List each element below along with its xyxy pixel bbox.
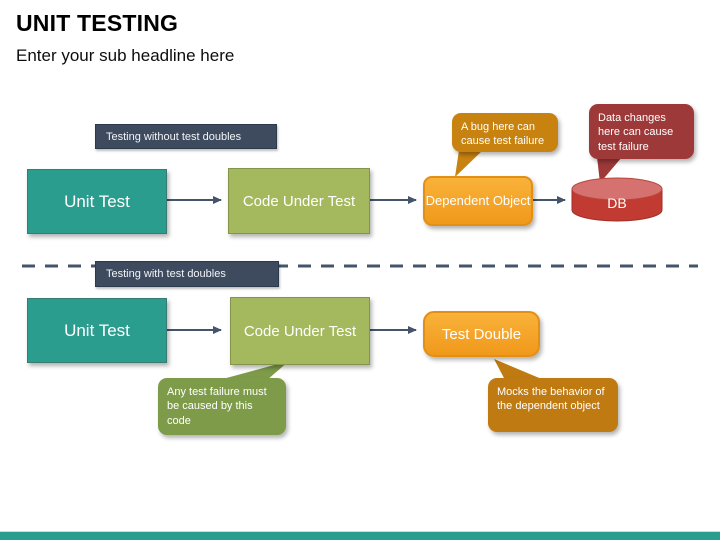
node-test-double: Test Double <box>423 311 540 357</box>
callout-tail-any-failure <box>219 361 289 380</box>
node-unit-test-2: Unit Test <box>27 298 167 363</box>
section-label-without-doubles: Testing without test doubles <box>95 124 277 149</box>
callout-any-failure: Any test failure must be caused by this … <box>158 378 286 435</box>
node-db-label: DB <box>607 195 627 211</box>
callout-mocks: Mocks the behavior of the dependent obje… <box>488 378 618 432</box>
section-label-with-doubles: Testing with test doubles <box>95 261 279 287</box>
node-code-under-test-2: Code Under Test <box>230 297 370 365</box>
node-code-under-test-1: Code Under Test <box>228 168 370 234</box>
callout-data-changes: Data changes here can cause test failure <box>589 104 694 159</box>
callout-tail-bug <box>455 150 483 177</box>
callout-tail-mocks <box>494 359 544 380</box>
callout-tail-data-changes <box>597 157 622 183</box>
db-cylinder-top <box>571 177 663 201</box>
footer-accent-bar <box>0 531 720 540</box>
slide-subtitle: Enter your sub headline here <box>16 46 235 65</box>
slide-title: UNIT TESTING <box>16 10 179 36</box>
node-unit-test-1: Unit Test <box>27 169 167 234</box>
callout-bug: A bug here can cause test failure <box>452 113 558 152</box>
node-dependent-object: Dependent Object <box>423 176 533 226</box>
